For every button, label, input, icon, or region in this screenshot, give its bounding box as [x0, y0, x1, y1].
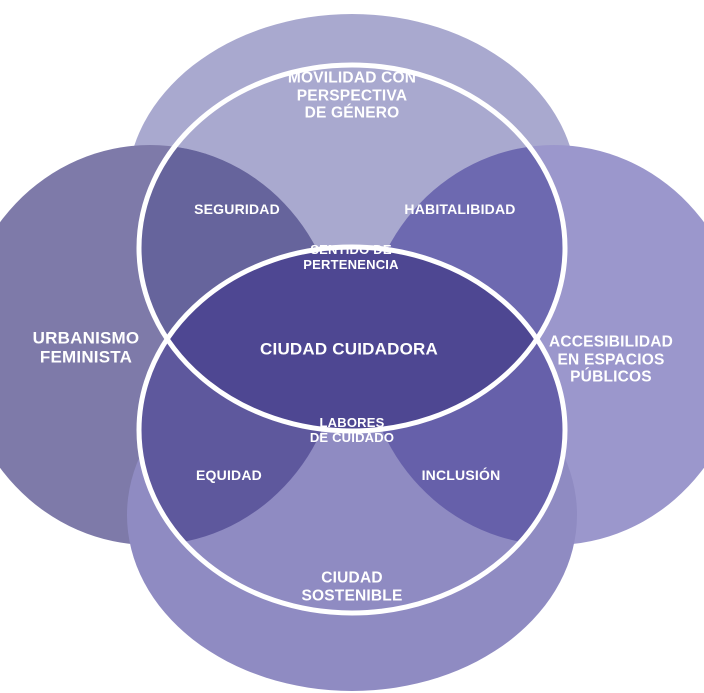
- inner-top-outline: [136, 62, 568, 434]
- inner-bottom-outline: [136, 244, 568, 616]
